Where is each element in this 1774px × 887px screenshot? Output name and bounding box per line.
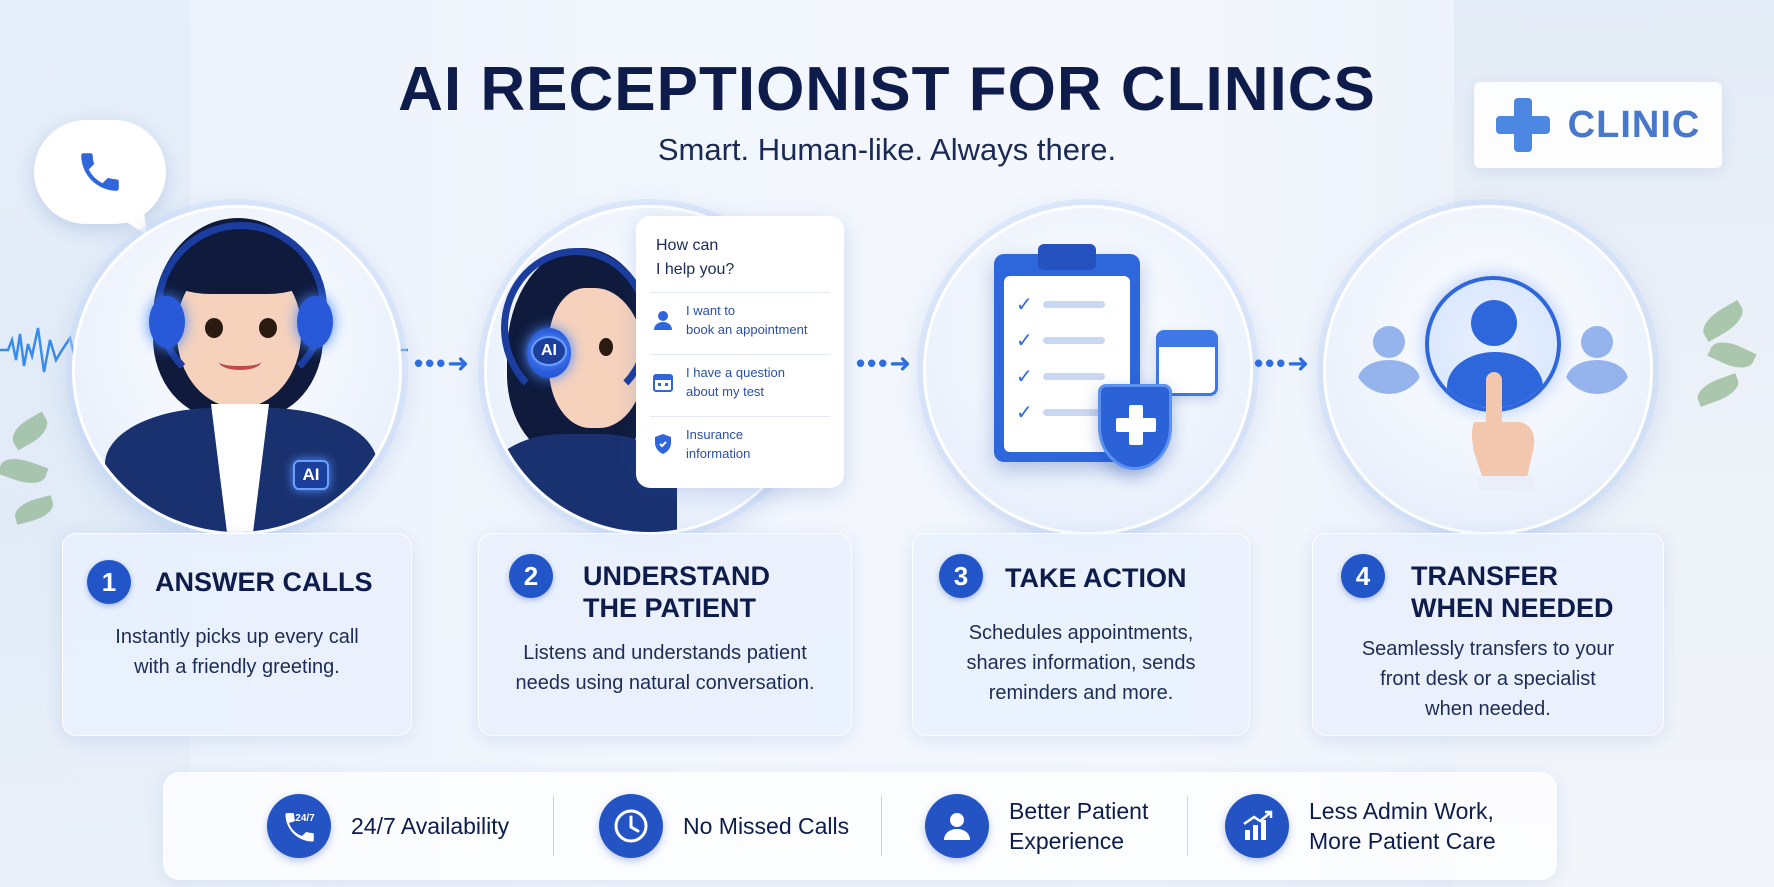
- flow-arrow: •••➜: [856, 348, 914, 378]
- page-title: AI RECEPTIONIST FOR CLINICS: [398, 55, 1376, 124]
- page-subtitle: Smart. Human-like. Always there.: [657, 132, 1117, 167]
- phone-24-7-icon: 24/7: [267, 794, 331, 858]
- benefit-label: Less Admin Work, More Patient Care: [1309, 798, 1496, 854]
- divider: [1187, 796, 1188, 856]
- benefit-less-admin: Less Admin Work, More Patient Care: [1225, 772, 1496, 880]
- patient-icon: [925, 794, 989, 858]
- flow-arrow: •••➜: [414, 348, 472, 378]
- calendar-icon: [650, 369, 676, 395]
- step-description: Seamlessly transfers to your front desk …: [1361, 638, 1615, 720]
- shield-icon: [650, 431, 676, 457]
- benefit-label: No Missed Calls: [683, 813, 850, 839]
- ai-badge: AI: [531, 336, 567, 366]
- step-description: Listens and understands patient needs us…: [515, 642, 815, 694]
- phone-icon: [81, 153, 119, 191]
- step-card-4: 4 TRANSFER WHEN NEEDED Seamlessly transf…: [1312, 533, 1664, 736]
- benefit-no-missed-calls: No Missed Calls: [599, 772, 849, 880]
- step-card-2: 2 UNDERSTAND THE PATIENT Listens and und…: [478, 533, 852, 736]
- step1-illustration: AI: [72, 205, 402, 535]
- benefit-availability: 24/7 24/7 Availability: [267, 772, 509, 880]
- step-card-3: 3 TAKE ACTION Schedules appointments, sh…: [912, 533, 1250, 736]
- divider: [553, 796, 554, 856]
- pointing-hand-icon: [1472, 372, 1535, 490]
- divider: [881, 796, 882, 856]
- person-icon: [650, 307, 676, 333]
- step-number: 4: [1341, 554, 1385, 598]
- clinic-sign: CLINIC: [1474, 82, 1722, 168]
- step-number: 3: [939, 554, 983, 598]
- step-number: 1: [87, 560, 131, 604]
- chat-question: How can I help you?: [656, 237, 735, 278]
- plant-right: [1690, 299, 1760, 450]
- benefit-patient-experience: Better Patient Experience: [925, 772, 1148, 880]
- medical-shield-icon: [1098, 384, 1172, 470]
- clinic-sign-label: CLINIC: [1567, 103, 1701, 146]
- medical-cross-icon: [1495, 98, 1550, 152]
- ai-badge: AI: [293, 460, 329, 490]
- flow-arrow: •••➜: [1254, 348, 1312, 378]
- benefit-label: Better Patient Experience: [1009, 798, 1149, 854]
- step-title: TAKE ACTION: [1005, 563, 1187, 593]
- growth-chart-icon: [1225, 794, 1289, 858]
- clock-icon: [599, 794, 663, 858]
- benefit-label: 24/7 Availability: [351, 813, 510, 839]
- agent-avatar-icon: [1352, 320, 1426, 394]
- step-description: Instantly picks up every call with a fri…: [115, 626, 359, 678]
- step-title: ANSWER CALLS: [155, 567, 373, 597]
- calendar-icon: [1156, 330, 1218, 396]
- plant-left: [0, 410, 70, 560]
- agent-avatar-icon: [1560, 320, 1634, 394]
- step-card-1: 1 ANSWER CALLS Instantly picks up every …: [62, 533, 412, 736]
- step-description: Schedules appointments, shares informati…: [966, 622, 1196, 704]
- step-title: UNDERSTAND THE PATIENT: [583, 561, 770, 623]
- benefits-bar: 24/7 24/7 Availability No Missed Calls B…: [163, 772, 1557, 880]
- step-title: TRANSFER WHEN NEEDED: [1411, 561, 1614, 623]
- step-number: 2: [509, 554, 553, 598]
- phone-speech-bubble: [34, 120, 166, 224]
- svg-text:24/7: 24/7: [295, 813, 315, 824]
